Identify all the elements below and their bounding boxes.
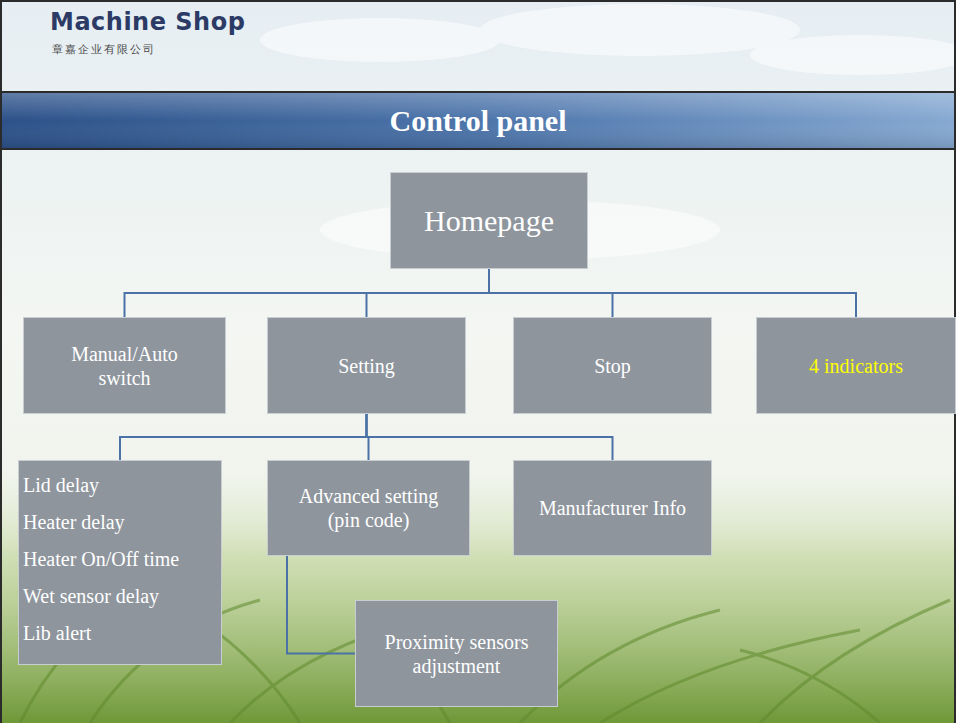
list-item: Heater On/Off time — [23, 541, 179, 578]
box-label: Advanced setting (pin code) — [290, 484, 447, 532]
title-band — [0, 93, 956, 148]
tree-connector — [489, 269, 856, 317]
tree-connector — [120, 414, 367, 460]
list-item: Lid delay — [23, 467, 99, 504]
company-name: 章嘉企业有限公司 — [52, 42, 156, 57]
box-label: Homepage — [424, 203, 554, 239]
list-item: Lib alert — [23, 615, 91, 652]
tree-connector — [287, 556, 355, 654]
tree-connector — [125, 269, 490, 317]
list-item: Heater delay — [23, 504, 125, 541]
list-item: Wet sensor delay — [23, 578, 159, 615]
submenu-box: Proximity sensors adjustment — [355, 600, 558, 707]
tree-connector — [367, 269, 490, 317]
menu-box: 4 indicators — [756, 317, 956, 414]
company-logo: Machine Shop — [50, 8, 245, 36]
box-label: Setting — [338, 354, 395, 378]
box-label: Manual/Auto switch — [46, 342, 203, 390]
frame-line — [0, 0, 956, 2]
frame-line — [0, 0, 2, 723]
rule-line — [0, 148, 956, 150]
submenu-box: Advanced setting (pin code) — [267, 460, 470, 556]
slide-title: Control panel — [0, 93, 956, 148]
tree-connector — [367, 414, 613, 460]
box-label: 4 indicators — [809, 354, 903, 378]
box-label: Proximity sensors adjustment — [376, 630, 537, 678]
settings-list-box: Lid delayHeater delayHeater On/Off timeW… — [18, 460, 222, 665]
menu-box: Manual/Auto switch — [23, 317, 226, 414]
box-label: Manufacturer Info — [539, 496, 686, 520]
box-label: Stop — [594, 354, 631, 378]
title-band-shine — [0, 93, 956, 148]
menu-box: Setting — [267, 317, 466, 414]
rule-line — [0, 91, 956, 93]
root-box: Homepage — [390, 172, 588, 269]
submenu-box: Manufacturer Info — [513, 460, 712, 556]
menu-box: Stop — [513, 317, 712, 414]
